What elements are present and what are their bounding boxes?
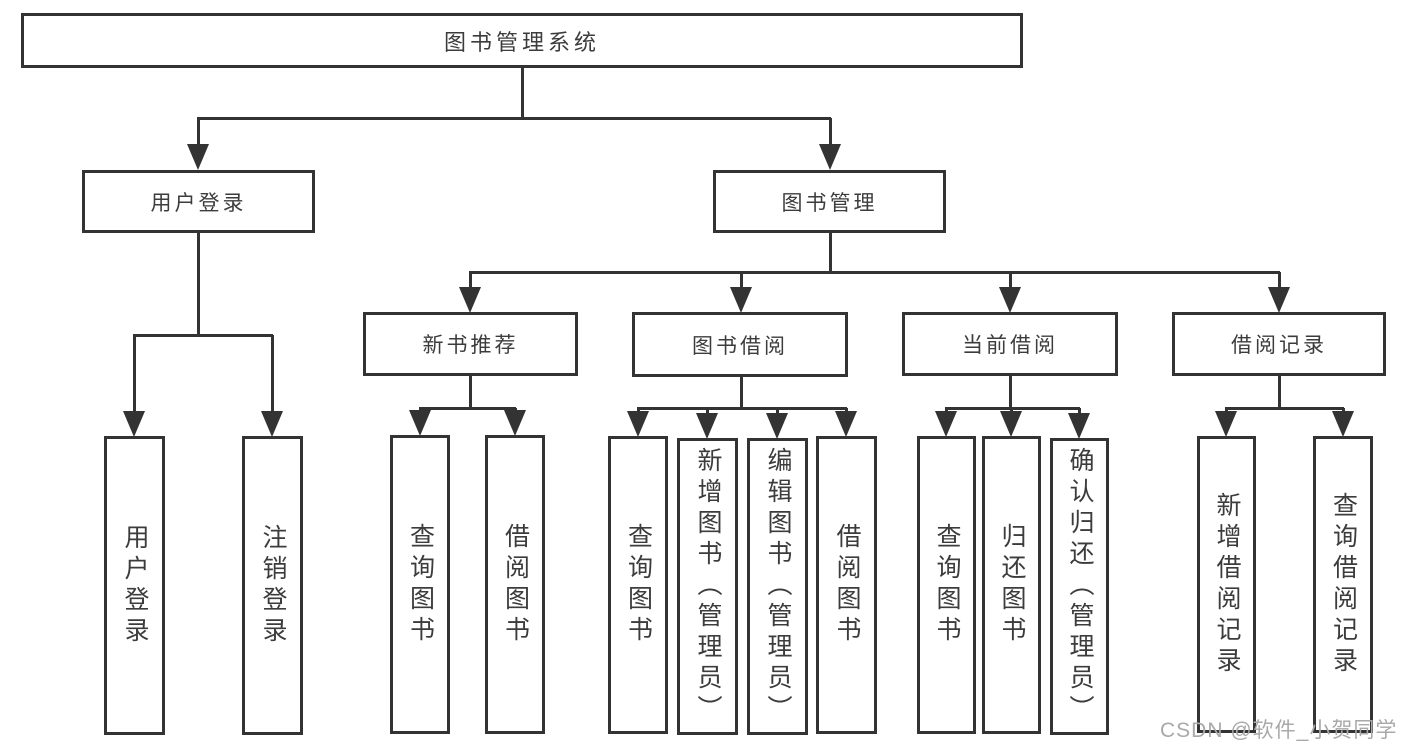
leaf-logout: 注销登录 xyxy=(242,436,303,735)
arrowhead-down-icon xyxy=(766,413,788,439)
connector-hline xyxy=(133,334,273,337)
node-book-borrowing: 图书借阅 xyxy=(632,312,848,377)
leaf-query-books-recommend: 查询图书 xyxy=(390,435,450,734)
leaf-borrow-books-recommend: 借阅图书 xyxy=(485,435,545,734)
node-new-book-recommendation: 新书推荐 xyxy=(363,312,578,376)
connector-vline xyxy=(197,118,200,146)
connector-hline xyxy=(1225,407,1344,410)
leaf-add-books-admin: 新增图书（管理员） xyxy=(677,438,738,735)
arrowhead-down-icon xyxy=(730,287,752,313)
leaf-query-borrow-record: 查询借阅记录 xyxy=(1313,436,1373,733)
node-current-borrowing: 当前借阅 xyxy=(902,312,1118,376)
connector-hline xyxy=(637,407,847,410)
connector-vline xyxy=(637,408,640,412)
connector-hline xyxy=(945,407,1080,410)
connector-vline xyxy=(740,377,743,410)
leaf-confirm-return-admin: 确认归还（管理员） xyxy=(1050,438,1109,735)
arrowhead-down-icon xyxy=(459,287,481,313)
leaf-logout-label: 注销登录 xyxy=(259,523,287,648)
arrowhead-down-icon xyxy=(261,411,283,437)
leaf-borrow-books-borrowing: 借阅图书 xyxy=(816,436,877,734)
arrowhead-down-icon xyxy=(696,413,718,439)
node-user-login: 用户登录 xyxy=(82,170,315,233)
arrowhead-down-icon xyxy=(835,411,857,437)
connector-vline xyxy=(521,67,524,118)
arrowhead-down-icon xyxy=(627,411,649,437)
leaf-query-books-current: 查询图书 xyxy=(917,436,976,734)
leaf-add-books-admin-label: 新增图书（管理员） xyxy=(694,447,722,726)
leaf-borrow-books-borrowing-label: 借阅图书 xyxy=(833,523,861,647)
connector-vline xyxy=(706,408,709,414)
connector-vline xyxy=(1278,272,1281,288)
leaf-query-books-current-label: 查询图书 xyxy=(933,523,961,647)
leaf-add-borrow-record: 新增借阅记录 xyxy=(1197,436,1256,733)
connector-vline xyxy=(469,272,472,288)
arrowhead-down-icon xyxy=(935,411,957,437)
leaf-confirm-return-admin-label: 确认归还（管理员） xyxy=(1066,447,1094,726)
node-borrow-records: 借阅记录 xyxy=(1172,312,1386,376)
connector-vline xyxy=(1278,375,1281,410)
leaf-query-books-borrowing: 查询图书 xyxy=(608,436,668,734)
node-library-management-system: 图书管理系统 xyxy=(21,13,1023,68)
connector-vline xyxy=(845,408,848,412)
connector-vline xyxy=(1225,408,1228,412)
connector-vline xyxy=(829,118,832,146)
leaf-query-books-recommend-label: 查询图书 xyxy=(406,522,435,647)
connector-vline xyxy=(776,408,779,414)
connector-vline xyxy=(740,272,743,288)
leaf-query-books-borrowing-label: 查询图书 xyxy=(624,523,653,647)
connector-hline xyxy=(469,271,1280,274)
watermark-text: CSDN @软件_小贺同学 xyxy=(1160,719,1398,742)
connector-vline xyxy=(133,335,136,412)
connector-vline xyxy=(271,335,274,412)
node-book-management: 图书管理 xyxy=(713,170,946,233)
arrowhead-down-icon xyxy=(1268,287,1290,313)
leaf-edit-books-admin-label: 编辑图书（管理员） xyxy=(764,447,792,726)
arrowhead-down-icon xyxy=(1068,413,1090,439)
connector-hline xyxy=(419,407,516,410)
leaf-return-books: 归还图书 xyxy=(982,436,1041,734)
leaf-user-login: 用户登录 xyxy=(104,436,165,735)
arrowhead-down-icon xyxy=(1000,411,1022,437)
arrowhead-down-icon xyxy=(999,287,1021,313)
leaf-query-borrow-record-label: 查询借阅记录 xyxy=(1329,491,1358,678)
connector-vline xyxy=(945,408,948,412)
connector-vline xyxy=(197,233,200,337)
connector-vline xyxy=(1078,408,1081,414)
connector-vline xyxy=(1009,376,1012,410)
leaf-return-books-label: 归还图书 xyxy=(998,523,1026,647)
connector-vline xyxy=(1342,408,1345,412)
arrowhead-down-icon xyxy=(819,144,841,170)
arrowhead-down-icon xyxy=(1332,411,1354,437)
leaf-edit-books-admin: 编辑图书（管理员） xyxy=(747,438,808,735)
arrowhead-down-icon xyxy=(187,144,209,170)
connector-hline xyxy=(197,117,831,120)
arrowhead-down-icon xyxy=(123,411,145,437)
leaf-borrow-books-recommend-label: 借阅图书 xyxy=(501,522,530,647)
leaf-user-login-label: 用户登录 xyxy=(121,523,149,648)
connector-vline xyxy=(1010,408,1013,412)
connector-vline xyxy=(829,233,832,274)
connector-vline xyxy=(1009,272,1012,288)
arrowhead-down-icon xyxy=(409,410,431,436)
arrowhead-down-icon xyxy=(504,410,526,436)
leaf-add-borrow-record-label: 新增借阅记录 xyxy=(1213,491,1241,678)
connector-vline xyxy=(469,375,472,410)
arrowhead-down-icon xyxy=(1215,411,1237,437)
